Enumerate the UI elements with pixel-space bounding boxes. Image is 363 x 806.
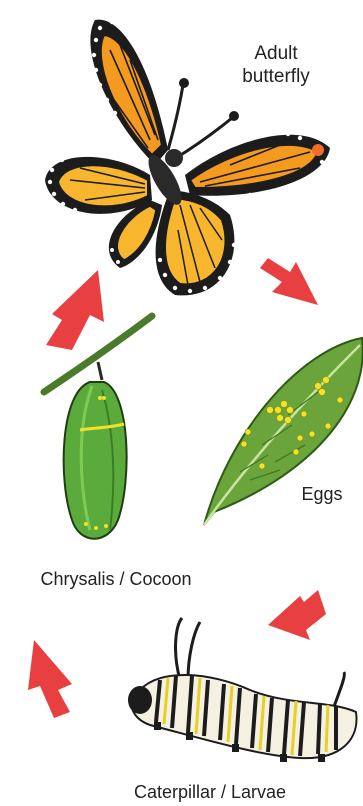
label-eggs: Eggs (292, 483, 352, 505)
label-adult-butterfly: Adult butterfly (222, 42, 330, 88)
chrysalis-icon (44, 316, 152, 539)
label-chrysalis: Chrysalis / Cocoon (12, 568, 220, 590)
arrow-caterpillar-to-chrysalis-icon (28, 640, 72, 718)
arrow-butterfly-to-eggs-icon (260, 258, 318, 305)
caterpillar-icon (128, 618, 357, 762)
label-caterpillar: Caterpillar / Larvae (100, 781, 320, 803)
arrow-chrysalis-to-butterfly-icon (46, 270, 104, 350)
arrow-eggs-to-caterpillar-icon (268, 590, 326, 640)
